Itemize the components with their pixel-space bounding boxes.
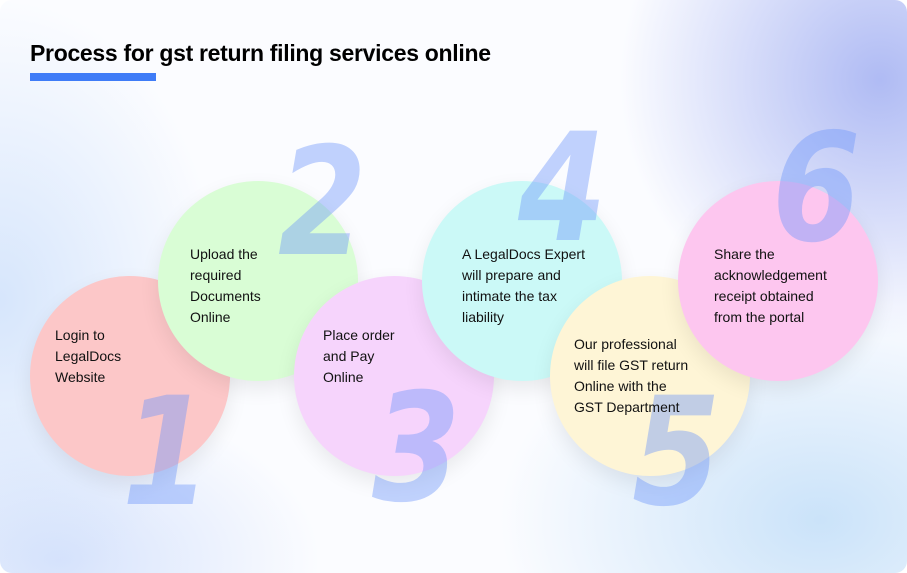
step-3-text: Place order and Pay Online	[323, 327, 395, 385]
step-1-number: 1	[122, 366, 211, 540]
step-6-number: 6	[772, 102, 861, 276]
step-5-number: 5	[632, 366, 721, 540]
step-3-number: 3	[372, 362, 461, 536]
step-1-text: Login to LegalDocs Website	[55, 327, 122, 385]
title-underline	[30, 73, 156, 81]
step-4-number: 4	[518, 102, 607, 276]
step-4-text: A LegalDocs Expert will prepare and inti…	[462, 246, 585, 325]
step-2-text: Upload the required Documents Online	[190, 246, 261, 325]
step-6-text: Share the acknowledgement receipt obtain…	[714, 246, 827, 325]
page-title: Process for gst return filing services o…	[30, 40, 491, 66]
step-5-text: Our professional will file GST return On…	[574, 336, 689, 415]
step-6-circle	[678, 181, 878, 381]
step-2-number: 2	[278, 116, 367, 290]
